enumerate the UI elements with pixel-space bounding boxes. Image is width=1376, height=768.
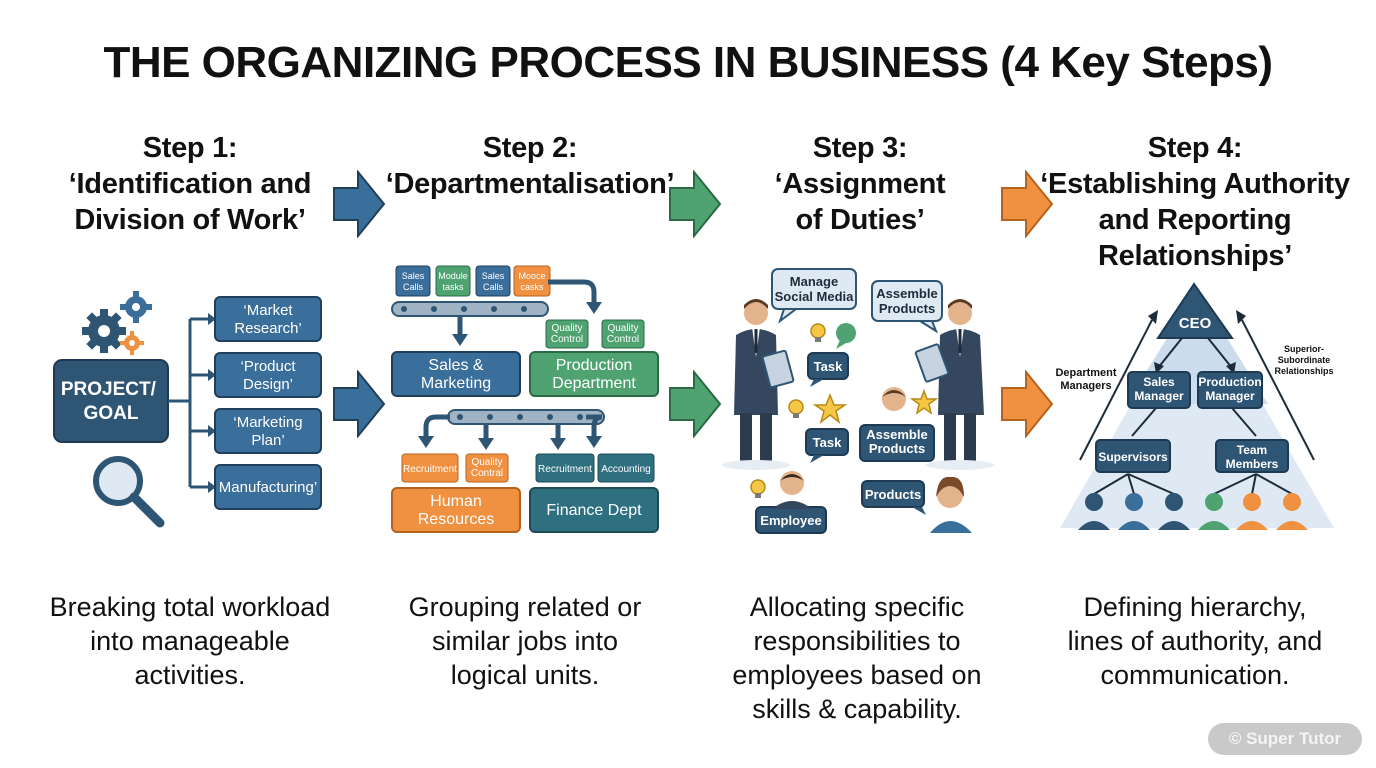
step-2-number: Step 2: <box>482 132 578 164</box>
lightbulb-icon <box>750 479 766 498</box>
gear-icon <box>120 291 152 323</box>
step-1-name: ‘Identification and Division of Work’ <box>68 168 312 236</box>
svg-text:Recruitment: Recruitment <box>403 464 457 475</box>
step-3-number: Step 3: <box>812 132 908 164</box>
svg-text:Employee: Employee <box>760 513 821 528</box>
star-icon <box>812 392 848 424</box>
svg-text:Manufacturing’: Manufacturing’ <box>219 479 317 496</box>
flow-arrow-1-bottom <box>333 370 386 438</box>
svg-text:Products: Products <box>865 487 921 502</box>
star-icon <box>909 388 939 415</box>
svg-text:Task: Task <box>814 359 843 374</box>
step-2-description: Grouping related or similar jobs into lo… <box>408 592 642 690</box>
lightbulb-icon <box>810 323 826 342</box>
svg-text:Finance Dept: Finance Dept <box>546 502 642 519</box>
svg-text:Recruitment: Recruitment <box>538 464 592 475</box>
conveyor-belt <box>391 301 549 317</box>
flow-arrow-1-top <box>333 170 386 238</box>
flow-arrow-2-bottom <box>669 370 722 438</box>
watermark-badge: © Super Tutor <box>1208 723 1362 755</box>
manager-person-left <box>734 299 795 467</box>
svg-text:Supervisors: Supervisors <box>1098 450 1168 464</box>
svg-text:CEO: CEO <box>1179 315 1212 332</box>
step-3-description: Allocating specific responsibilities to … <box>732 592 982 724</box>
ceo-node <box>1156 282 1234 339</box>
flow-arrow-3-top <box>1001 170 1054 238</box>
chat-icon <box>836 323 856 349</box>
svg-text:Accounting: Accounting <box>601 464 650 475</box>
flow-arrow-3-bottom <box>1001 370 1054 438</box>
step-3-name: ‘Assignment of Duties’ <box>774 168 946 236</box>
step-1-number: Step 1: <box>142 132 238 164</box>
step-1-description: Breaking total workload into manageable … <box>49 592 331 690</box>
step-4-name: ‘Establishing Authority and Reporting Re… <box>1040 168 1350 272</box>
employee-avatar <box>930 476 972 533</box>
department-finance: Finance Dept <box>529 487 659 533</box>
lightbulb-icon <box>788 399 804 418</box>
gear-icon <box>120 331 144 355</box>
step-2-name: ‘Departmentalisation’ <box>385 168 675 200</box>
goal-label-line2: GOAL <box>84 403 139 424</box>
svg-text:Sales &Marketing: Sales &Marketing <box>421 357 491 392</box>
svg-text:PROJECT/ GOAL: PROJECT/ GOAL <box>61 379 161 424</box>
task-box-manufacturing: Manufacturing’ <box>214 464 322 510</box>
step-3-heading: Step 3: ‘Assignment of Duties’ <box>720 130 1000 238</box>
magnifier-icon <box>93 456 165 528</box>
step-1-heading: Step 1: ‘Identification and Division of … <box>40 130 340 238</box>
employee-avatar <box>772 471 812 509</box>
step-2-heading: Step 2: ‘Departmentalisation’ <box>380 130 680 202</box>
flow-arrow-2-top <box>669 170 722 238</box>
goal-label-line1: PROJECT/ <box>61 379 157 400</box>
department-sales-marketing: Sales &Marketing <box>391 351 521 397</box>
step-4-heading: Step 4: ‘Establishing Authority and Repo… <box>1040 130 1350 274</box>
step-4-number: Step 4: <box>1147 132 1243 164</box>
gear-icon <box>82 309 126 353</box>
step-4-description: Defining hierarchy, lines of authority, … <box>1067 592 1323 690</box>
page-title: THE ORGANIZING PROCESS IN BUSINESS (4 Ke… <box>103 38 1273 87</box>
svg-text:Task: Task <box>813 435 842 450</box>
employee-avatar <box>882 387 906 411</box>
team-people <box>1078 493 1308 530</box>
